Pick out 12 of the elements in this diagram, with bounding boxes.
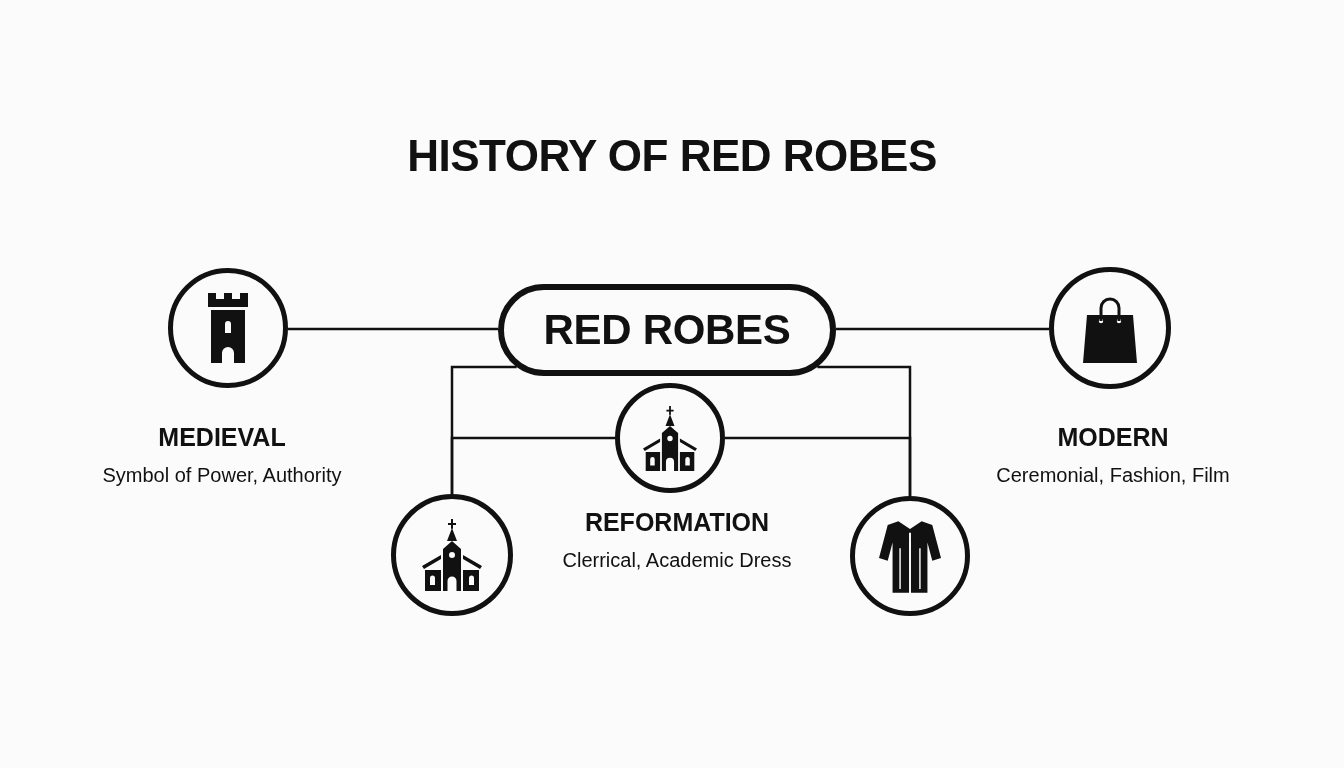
connector-line xyxy=(288,327,498,331)
diagram-title: HISTORY OF RED ROBES xyxy=(407,130,937,182)
connector-line xyxy=(725,436,912,496)
era-description: Ceremonial, Fashion, Film xyxy=(996,463,1230,487)
era-description: Clerrical, Academic Dress xyxy=(562,548,792,572)
era-heading: MEDIEVAL xyxy=(158,422,286,452)
era-heading: MODERN xyxy=(1057,422,1169,452)
connector-line xyxy=(450,436,615,494)
topic-label: RED ROBES xyxy=(543,306,791,354)
connector-line xyxy=(836,327,1049,331)
era-description: Symbol of Power, Authority xyxy=(102,463,342,487)
era-heading: REFORMATION xyxy=(584,507,770,537)
